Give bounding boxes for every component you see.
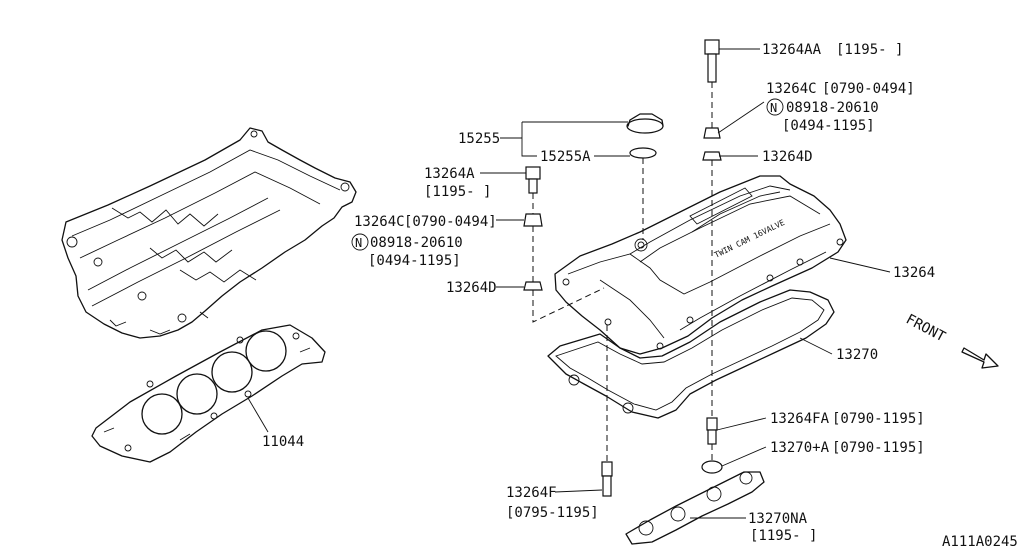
alignment-lines [532, 82, 713, 462]
svg-text:N: N [355, 236, 362, 250]
label-15255A: 15255A [540, 149, 591, 165]
label-08918-left-range: [0494-1195] [368, 253, 461, 269]
label-08918-right-range: [0494-1195] [782, 118, 875, 134]
head-gasket [91, 324, 326, 463]
label-13264FA: 13264FA [770, 411, 830, 427]
cover-gasket [547, 289, 835, 419]
front-label: FRONT [903, 311, 948, 345]
label-13270A: 13270+A [770, 440, 830, 456]
label-13264AA: 13264AA [762, 42, 822, 58]
svg-text:N: N [770, 101, 777, 115]
label-13264C-left-range: [0790-0494] [404, 214, 497, 230]
fasteners-right [601, 39, 723, 497]
label-15255: 15255 [458, 131, 500, 147]
label-13270: 13270 [836, 347, 878, 363]
plug-tube-gasket [625, 471, 765, 545]
cover-emblem-text: TWIN CAM 16VALVE [713, 218, 786, 260]
label-11044: 11044 [262, 434, 304, 450]
label-13264A: 13264A [424, 166, 475, 182]
label-13264C-left: 13264C [354, 214, 405, 230]
label-13270NA-range: [1195- ] [750, 528, 817, 544]
label-13264C-right-range: [0790-0494] [822, 81, 915, 97]
label-13264F-range: [0795-1195] [506, 505, 599, 521]
front-arrow: FRONT [903, 311, 999, 369]
leader-lines [247, 48, 891, 519]
cylinder-head [61, 127, 357, 339]
n-symbol-left: N [351, 233, 369, 251]
label-13264D-left: 13264D [446, 280, 497, 296]
label-08918-left: 08918-20610 [370, 235, 463, 251]
fasteners-center [523, 166, 543, 291]
label-13264A-range: [1195- ] [424, 184, 491, 200]
n-symbol-right: N [766, 98, 784, 116]
label-13264AA-range: [1195- ] [836, 42, 903, 58]
label-13264D-right: 13264D [762, 149, 813, 165]
label-13264C-right: 13264C [766, 81, 817, 97]
label-13264: 13264 [893, 265, 935, 281]
diagram-code: A111A0245 [942, 534, 1018, 550]
label-13264F: 13264F [506, 485, 557, 501]
label-13264FA-range: [0790-1195] [832, 411, 925, 427]
label-13270A-range: [0790-1195] [832, 440, 925, 456]
oil-filler-cap [626, 113, 664, 159]
valve-cover: TWIN CAM 16VALVE [554, 175, 847, 355]
label-13270NA: 13270NA [748, 511, 808, 527]
label-08918-right: 08918-20610 [786, 100, 879, 116]
